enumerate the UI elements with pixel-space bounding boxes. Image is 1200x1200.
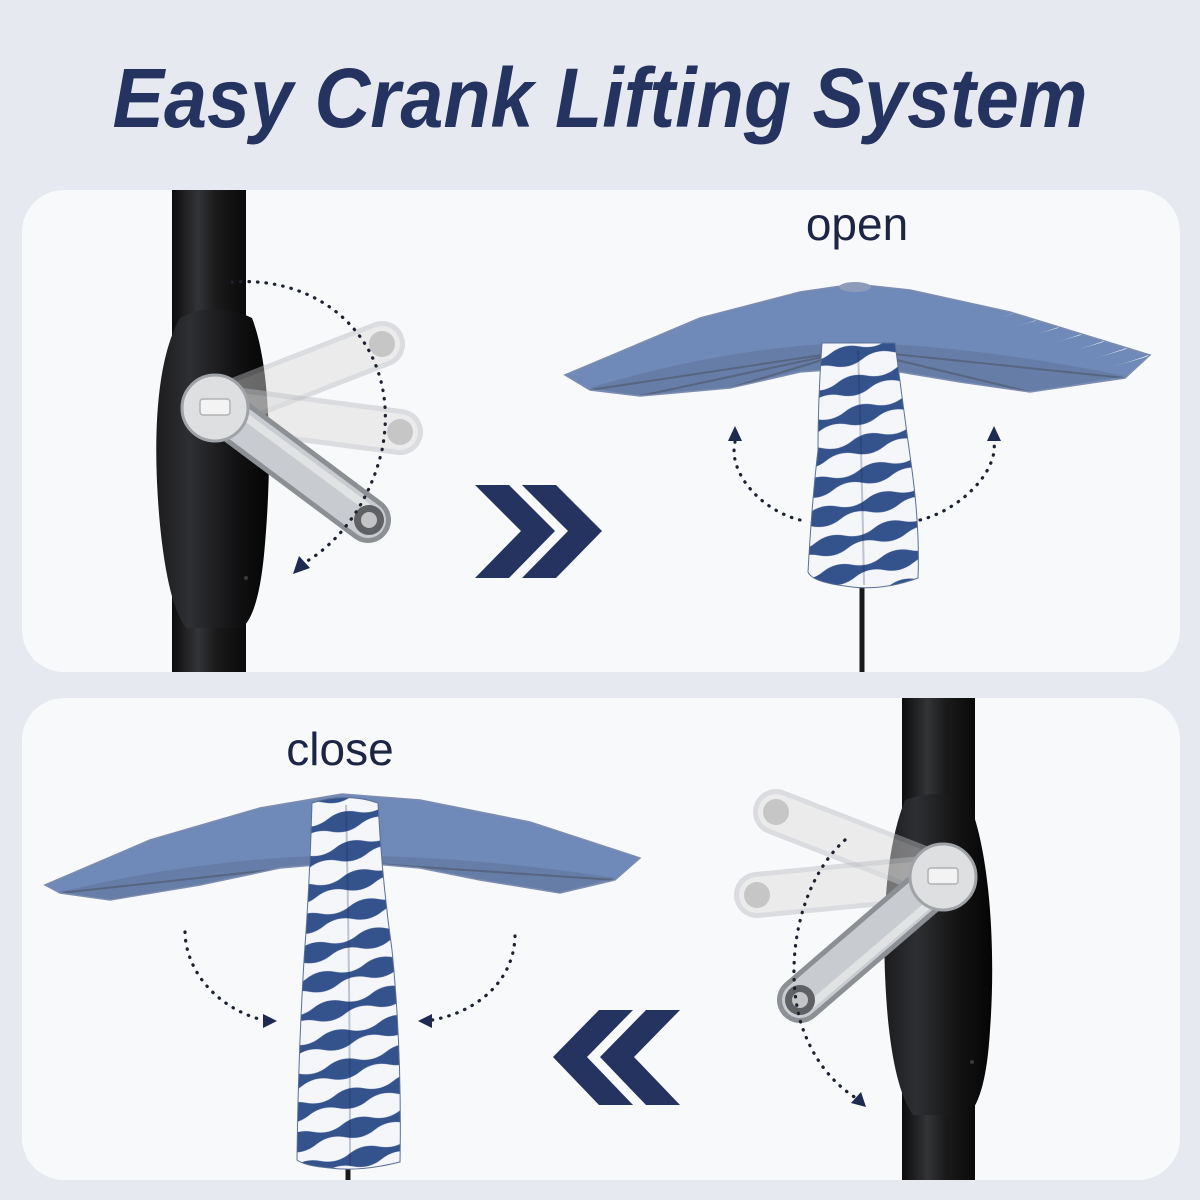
- step-label-open: open: [806, 198, 908, 250]
- back-arrows-icon: [553, 1010, 680, 1105]
- canopy-stripe: [652, 284, 1058, 326]
- top-panel: open: [22, 190, 1180, 672]
- chevron-left-icon: [600, 1010, 680, 1105]
- crank-hub: [180, 373, 250, 443]
- forward-arrows-icon: [475, 485, 602, 578]
- panel-background: [22, 698, 1180, 1180]
- expand-arrow-left-icon: [728, 426, 802, 522]
- canopy-stripe: [682, 284, 1028, 315]
- step-label-close: close: [286, 723, 393, 775]
- canopy-stripe: [622, 284, 1088, 336]
- expand-arrow-right-icon: [918, 426, 1001, 522]
- collapse-arrow-left-icon: [183, 930, 277, 1028]
- folded-fabric: [296, 797, 401, 1170]
- canopy-stripe: [592, 284, 1118, 347]
- hanging-fabric: [807, 342, 919, 589]
- crank-assembly-close: [734, 698, 993, 1180]
- crank-assembly-open: [156, 190, 423, 672]
- open-umbrella: [563, 282, 1152, 672]
- crank-housing: [156, 309, 269, 628]
- fabric-fold: [857, 349, 865, 586]
- housing-screw: [970, 1060, 974, 1064]
- canopy-stripe: [712, 284, 998, 305]
- chevron-left-icon: [553, 1010, 633, 1105]
- canopy-underside: [60, 855, 615, 900]
- closing-umbrella: [43, 793, 642, 1180]
- chevron-right-icon: [475, 485, 555, 578]
- rotation-arrow-icon: [230, 279, 387, 574]
- canopy-outline: [43, 793, 642, 901]
- page-title: Easy Crank Lifting System: [113, 51, 1088, 145]
- rotation-arrow-icon: [792, 838, 866, 1107]
- canopy-outline: [563, 283, 1152, 397]
- bottom-panel: close: [22, 698, 1180, 1180]
- canopy-stripe: [235, 794, 449, 802]
- housing-screw: [244, 576, 248, 580]
- canopy-finial: [839, 282, 871, 292]
- crank-hub: [908, 842, 978, 912]
- collapse-arrow-right-icon: [418, 934, 517, 1028]
- fabric-fold: [345, 804, 351, 1167]
- chevron-right-icon: [522, 485, 602, 578]
